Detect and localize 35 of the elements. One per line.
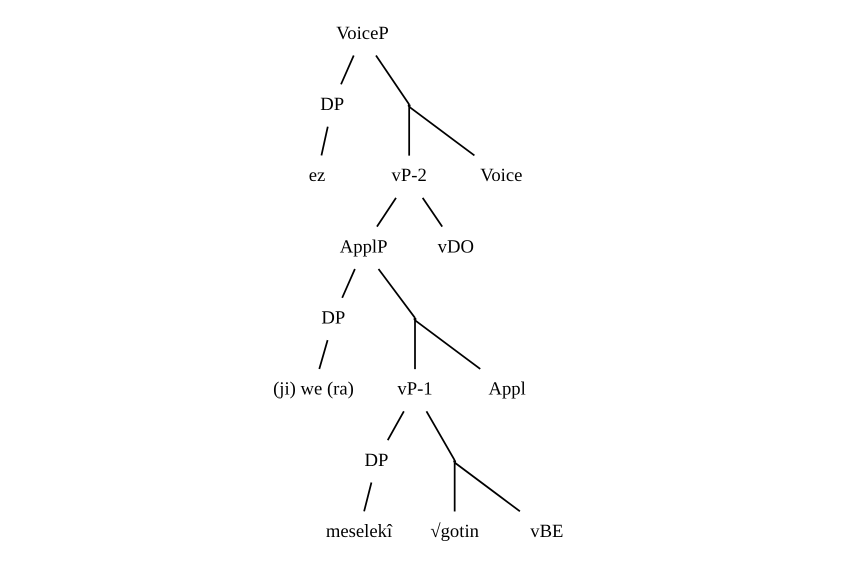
node-point	[414, 318, 416, 320]
connector	[375, 55, 410, 105]
node-text: meselekî	[326, 521, 392, 542]
connector	[376, 197, 397, 228]
node-text: vP-2	[392, 165, 427, 186]
node-text: DP	[364, 450, 388, 471]
connector	[363, 482, 372, 512]
connector	[414, 320, 416, 370]
node-text: ez	[308, 165, 326, 186]
connector	[378, 268, 416, 318]
connector	[454, 462, 456, 512]
node-text: √gotin	[430, 521, 479, 542]
node-text: Voice	[480, 165, 522, 186]
connector	[414, 320, 481, 370]
connector	[426, 410, 456, 461]
node-text: ApplP	[340, 236, 388, 258]
node-text: vBE	[530, 521, 564, 542]
node-text: (ji) we (ra)	[273, 378, 354, 400]
connector	[408, 106, 410, 156]
connector	[341, 268, 356, 298]
node-text: Appl	[488, 378, 526, 400]
connector	[340, 55, 355, 85]
node-point	[408, 104, 411, 107]
node-text: VoiceP	[336, 22, 389, 44]
connector	[318, 340, 328, 370]
connector	[408, 106, 475, 156]
node-text: DP	[321, 308, 346, 329]
connector	[386, 410, 405, 441]
node-point	[453, 460, 456, 463]
connector	[422, 197, 443, 228]
node-text: vP-1	[397, 378, 433, 400]
connector	[320, 126, 329, 156]
node-text: vDO	[438, 236, 474, 258]
node-text: DP	[320, 94, 344, 116]
connector	[454, 462, 520, 512]
